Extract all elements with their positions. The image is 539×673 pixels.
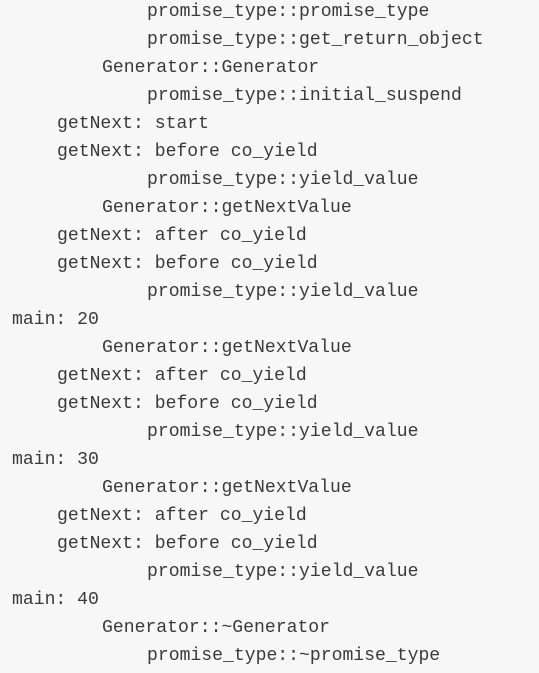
code-line: getNext: before co_yield bbox=[57, 534, 318, 554]
code-line: main: 20 bbox=[12, 310, 99, 330]
code-line: promise_type::initial_suspend bbox=[147, 86, 462, 106]
code-line: promise_type::yield_value bbox=[147, 562, 419, 582]
code-line: promise_type::~promise_type bbox=[147, 646, 441, 666]
code-line: getNext: after co_yield bbox=[57, 506, 307, 526]
code-line: getNext: before co_yield bbox=[57, 394, 318, 414]
code-line: Generator::getNextValue bbox=[102, 198, 352, 218]
code-line: getNext: after co_yield bbox=[57, 366, 307, 386]
code-line: promise_type::yield_value bbox=[147, 170, 419, 190]
code-line: main: 40 bbox=[12, 590, 99, 610]
code-line: promise_type::get_return_object bbox=[147, 30, 484, 50]
code-line: Generator::getNextValue bbox=[102, 478, 352, 498]
code-line: getNext: start bbox=[57, 114, 210, 134]
code-line: getNext: before co_yield bbox=[57, 142, 318, 162]
code-line: Generator::~Generator bbox=[102, 618, 331, 638]
code-line: promise_type::yield_value bbox=[147, 422, 419, 442]
code-line: getNext: before co_yield bbox=[57, 254, 318, 274]
code-line: Generator::getNextValue bbox=[102, 338, 352, 358]
code-line: Generator::Generator bbox=[102, 58, 320, 78]
code-line: getNext: after co_yield bbox=[57, 226, 307, 246]
code-line: promise_type::promise_type bbox=[147, 2, 430, 22]
code-line: main: 30 bbox=[12, 450, 99, 470]
code-line: promise_type::yield_value bbox=[147, 282, 419, 302]
